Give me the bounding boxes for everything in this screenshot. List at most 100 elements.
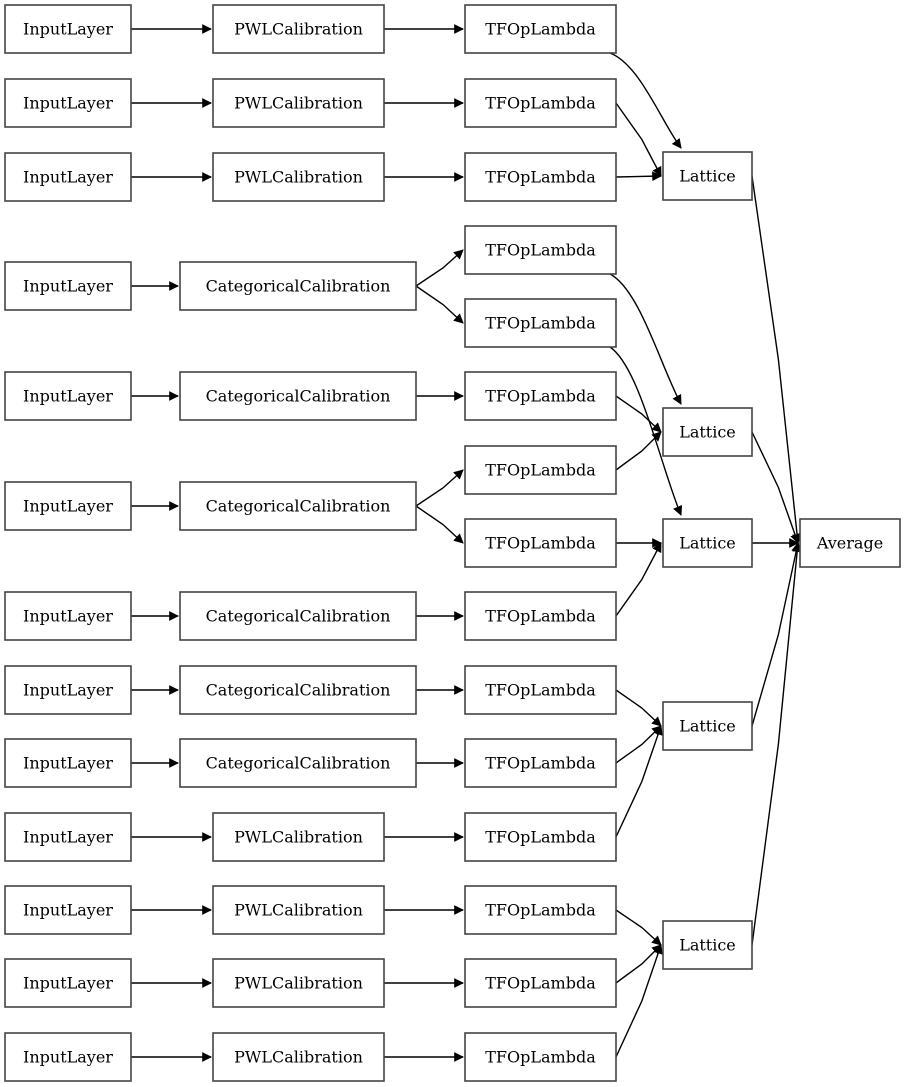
node-box[interactable] (212, 812, 385, 862)
node-box[interactable] (179, 738, 417, 788)
node-tfop-lambda-tf1[interactable]: TFOpLambda (464, 4, 617, 54)
node-box[interactable] (4, 4, 132, 54)
node-tfop-lambda-tf7[interactable]: TFOpLambda (464, 445, 617, 495)
node-pwlcalibration-cal10[interactable]: PWLCalibration (212, 812, 385, 862)
node-pwlcalibration-cal1[interactable]: PWLCalibration (212, 4, 385, 54)
node-pwlcalibration-cal13[interactable]: PWLCalibration (212, 1032, 385, 1082)
node-box[interactable] (4, 958, 132, 1008)
node-box[interactable] (4, 481, 132, 531)
node-pwlcalibration-cal3[interactable]: PWLCalibration (212, 152, 385, 202)
node-tfop-lambda-tf15[interactable]: TFOpLambda (464, 1032, 617, 1082)
node-lattice-lat4[interactable]: Lattice (662, 701, 753, 751)
node-box[interactable] (4, 665, 132, 715)
node-box[interactable] (4, 152, 132, 202)
node-box[interactable] (464, 225, 617, 275)
node-input-layer-in12[interactable]: InputLayer (4, 958, 132, 1008)
node-input-layer-in2[interactable]: InputLayer (4, 78, 132, 128)
node-tfop-lambda-tf9[interactable]: TFOpLambda (464, 591, 617, 641)
node-box[interactable] (662, 407, 753, 457)
node-tfop-lambda-tf10[interactable]: TFOpLambda (464, 665, 617, 715)
node-lattice-lat2[interactable]: Lattice (662, 407, 753, 457)
edge-tf2-to-lat1 (615, 102, 662, 177)
node-box[interactable] (464, 958, 617, 1008)
node-box[interactable] (179, 591, 417, 641)
node-tfop-lambda-tf2[interactable]: TFOpLambda (464, 78, 617, 128)
node-average-avg[interactable]: Average (799, 518, 901, 568)
node-box[interactable] (179, 665, 417, 715)
node-tfop-lambda-tf5[interactable]: TFOpLambda (464, 298, 617, 348)
node-box[interactable] (4, 1032, 132, 1082)
node-label: TFOpLambda (485, 387, 596, 406)
node-input-layer-in10[interactable]: InputLayer (4, 812, 132, 862)
node-pwlcalibration-cal12[interactable]: PWLCalibration (212, 958, 385, 1008)
node-input-layer-in7[interactable]: InputLayer (4, 591, 132, 641)
node-input-layer-in13[interactable]: InputLayer (4, 1032, 132, 1082)
node-box[interactable] (662, 151, 753, 201)
node-box[interactable] (212, 4, 385, 54)
node-box[interactable] (4, 812, 132, 862)
node-box[interactable] (179, 371, 417, 421)
node-box[interactable] (212, 1032, 385, 1082)
node-categorical-calibration-cal9[interactable]: CategoricalCalibration (179, 738, 417, 788)
node-pwlcalibration-cal2[interactable]: PWLCalibration (212, 78, 385, 128)
node-label: InputLayer (23, 94, 113, 113)
node-box[interactable] (4, 738, 132, 788)
node-label: Lattice (679, 534, 736, 553)
node-input-layer-in1[interactable]: InputLayer (4, 4, 132, 54)
node-tfop-lambda-tf4[interactable]: TFOpLambda (464, 225, 617, 275)
node-box[interactable] (179, 261, 417, 311)
node-box[interactable] (4, 78, 132, 128)
node-tfop-lambda-tf3[interactable]: TFOpLambda (464, 152, 617, 202)
node-box[interactable] (464, 298, 617, 348)
node-box[interactable] (212, 78, 385, 128)
node-box[interactable] (4, 371, 132, 421)
node-box[interactable] (464, 812, 617, 862)
node-lattice-lat3[interactable]: Lattice (662, 518, 753, 568)
node-box[interactable] (464, 885, 617, 935)
node-pwlcalibration-cal11[interactable]: PWLCalibration (212, 885, 385, 935)
node-box[interactable] (4, 261, 132, 311)
node-box[interactable] (464, 1032, 617, 1082)
node-box[interactable] (464, 152, 617, 202)
node-tfop-lambda-tf14[interactable]: TFOpLambda (464, 958, 617, 1008)
node-tfop-lambda-tf13[interactable]: TFOpLambda (464, 885, 617, 935)
node-tfop-lambda-tf12[interactable]: TFOpLambda (464, 812, 617, 862)
node-box[interactable] (4, 885, 132, 935)
node-label: InputLayer (23, 168, 113, 187)
node-tfop-lambda-tf6[interactable]: TFOpLambda (464, 371, 617, 421)
node-categorical-calibration-cal4[interactable]: CategoricalCalibration (179, 261, 417, 311)
node-categorical-calibration-cal7[interactable]: CategoricalCalibration (179, 591, 417, 641)
node-box[interactable] (662, 701, 753, 751)
node-box[interactable] (212, 885, 385, 935)
node-box[interactable] (464, 591, 617, 641)
node-box[interactable] (464, 371, 617, 421)
node-box[interactable] (662, 920, 753, 970)
node-input-layer-in4[interactable]: InputLayer (4, 261, 132, 311)
node-box[interactable] (662, 518, 753, 568)
node-box[interactable] (4, 591, 132, 641)
node-box[interactable] (179, 481, 417, 531)
node-input-layer-in5[interactable]: InputLayer (4, 371, 132, 421)
node-input-layer-in9[interactable]: InputLayer (4, 738, 132, 788)
node-input-layer-in3[interactable]: InputLayer (4, 152, 132, 202)
node-input-layer-in6[interactable]: InputLayer (4, 481, 132, 531)
node-box[interactable] (464, 445, 617, 495)
node-box[interactable] (212, 152, 385, 202)
node-label: InputLayer (23, 901, 113, 920)
node-categorical-calibration-cal6[interactable]: CategoricalCalibration (179, 481, 417, 531)
node-box[interactable] (464, 665, 617, 715)
node-box[interactable] (464, 518, 617, 568)
node-lattice-lat1[interactable]: Lattice (662, 151, 753, 201)
node-input-layer-in8[interactable]: InputLayer (4, 665, 132, 715)
node-box[interactable] (799, 518, 901, 568)
node-box[interactable] (464, 738, 617, 788)
node-categorical-calibration-cal8[interactable]: CategoricalCalibration (179, 665, 417, 715)
node-input-layer-in11[interactable]: InputLayer (4, 885, 132, 935)
node-box[interactable] (464, 78, 617, 128)
node-categorical-calibration-cal5[interactable]: CategoricalCalibration (179, 371, 417, 421)
node-box[interactable] (464, 4, 617, 54)
node-box[interactable] (212, 958, 385, 1008)
node-tfop-lambda-tf8[interactable]: TFOpLambda (464, 518, 617, 568)
node-tfop-lambda-tf11[interactable]: TFOpLambda (464, 738, 617, 788)
node-lattice-lat5[interactable]: Lattice (662, 920, 753, 970)
